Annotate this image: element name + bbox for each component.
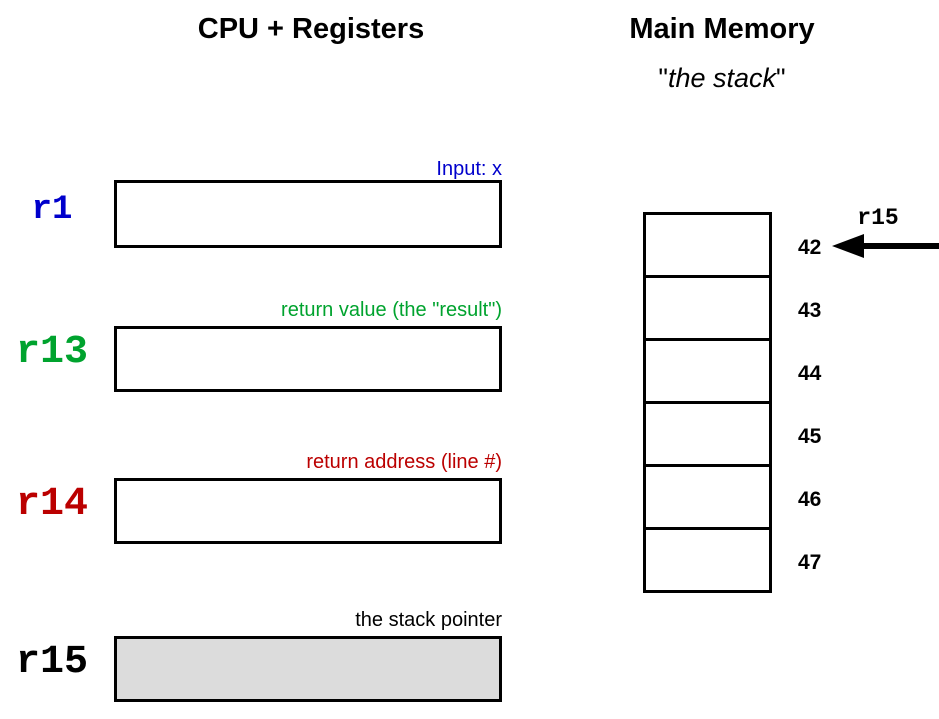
memory-address-label: 43 xyxy=(798,299,822,322)
memory-address-label: 45 xyxy=(798,425,822,448)
memory-cell[interactable]: 42 xyxy=(643,212,821,278)
memory-cell[interactable]: 46 xyxy=(643,464,821,530)
register-box-r1[interactable] xyxy=(114,180,502,248)
stack-pointer-annotation: r15 xyxy=(830,205,939,265)
memory-cell[interactable]: 47 xyxy=(643,527,821,593)
memory-cell[interactable]: 45 xyxy=(643,401,821,467)
register-box-r15[interactable] xyxy=(114,636,502,702)
memory-column-title: Main Memory xyxy=(629,13,815,45)
subtitle-close-quote: " xyxy=(776,63,786,93)
register-label-r13: r13 xyxy=(15,330,88,375)
register-caption-r15: the stack pointer xyxy=(355,609,502,631)
register-label-r15: r15 xyxy=(15,640,88,685)
register-box-r14[interactable] xyxy=(114,478,502,544)
memory-cell[interactable]: 43 xyxy=(643,275,821,341)
register-caption-r1: Input: x xyxy=(436,158,502,180)
memory-stack: 42 43 44 45 46 47 xyxy=(643,212,821,593)
left-arrow-icon xyxy=(832,234,939,258)
memory-address-label: 42 xyxy=(798,236,822,259)
register-caption-r14: return address (line #) xyxy=(306,451,502,473)
register-box-r13[interactable] xyxy=(114,326,502,392)
subtitle-open-quote: " xyxy=(658,63,668,93)
memory-address-label: 46 xyxy=(798,488,822,511)
register-label-r14: r14 xyxy=(15,482,88,527)
memory-column-subtitle: "the stack" xyxy=(557,62,887,94)
memory-address-label: 47 xyxy=(798,551,822,574)
memory-address-label: 44 xyxy=(798,362,822,385)
subtitle-italic-text: the stack xyxy=(667,63,777,93)
register-label-r1: r1 xyxy=(31,191,73,229)
register-caption-r13: return value (the "result") xyxy=(281,299,502,321)
cpu-column-title: CPU + Registers xyxy=(197,13,425,45)
stack-pointer-label: r15 xyxy=(857,205,899,231)
memory-cell[interactable]: 44 xyxy=(643,338,821,404)
